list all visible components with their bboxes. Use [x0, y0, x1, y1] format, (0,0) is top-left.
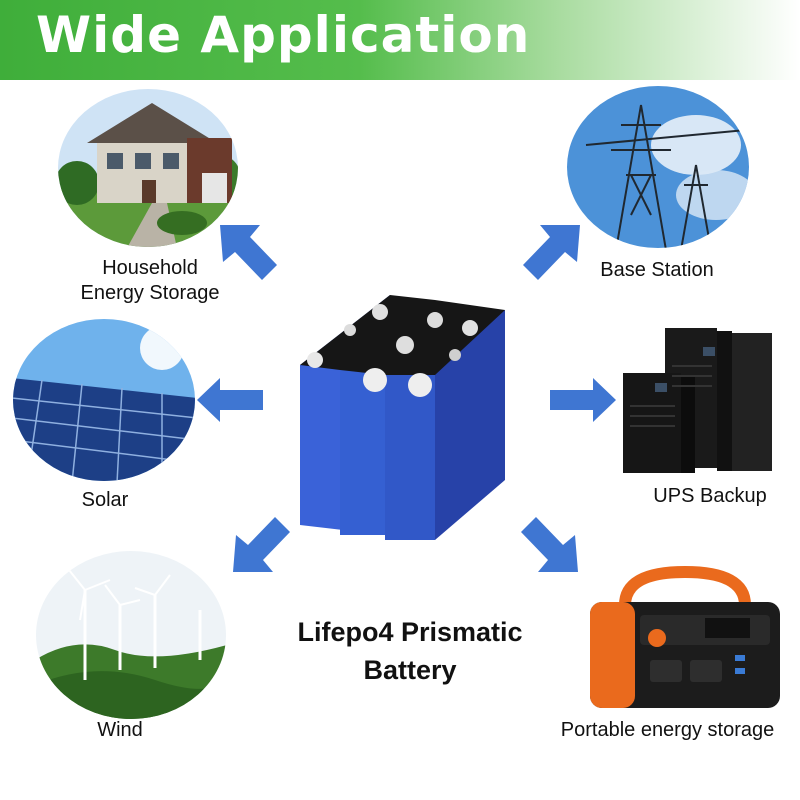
wind-turbine-image [36, 551, 226, 719]
ups-cabinet-image [623, 328, 772, 473]
arrow-icon [523, 225, 580, 280]
product-title: Lifepo4 Prismatic Battery [250, 613, 570, 689]
arrow-icon [197, 378, 263, 422]
product-title-line2: Battery [363, 655, 457, 685]
arrow-icon [220, 225, 277, 280]
arrow-icon [233, 517, 290, 572]
household-label: Household Energy Storage [65, 256, 235, 306]
household-label-text: Household Energy Storage [80, 257, 220, 304]
battery-cells-image [300, 295, 505, 540]
portable-power-station-image [590, 565, 780, 708]
household-house-image [58, 89, 238, 247]
wind-label: Wind [97, 719, 143, 741]
banner-title: Wide Application [36, 6, 531, 64]
base-station-tower-image [567, 86, 749, 248]
portable-label: Portable energy storage [560, 719, 775, 741]
base-station-label: Base Station [600, 259, 714, 281]
ups-label: UPS Backup [653, 485, 767, 507]
arrow-icon [521, 517, 578, 572]
solar-label: Solar [81, 489, 129, 511]
solar-panel-image [13, 319, 195, 481]
header-banner: Wide Application [0, 0, 800, 80]
product-title-line1: Lifepo4 Prismatic [297, 617, 523, 647]
arrow-icon [550, 378, 616, 422]
